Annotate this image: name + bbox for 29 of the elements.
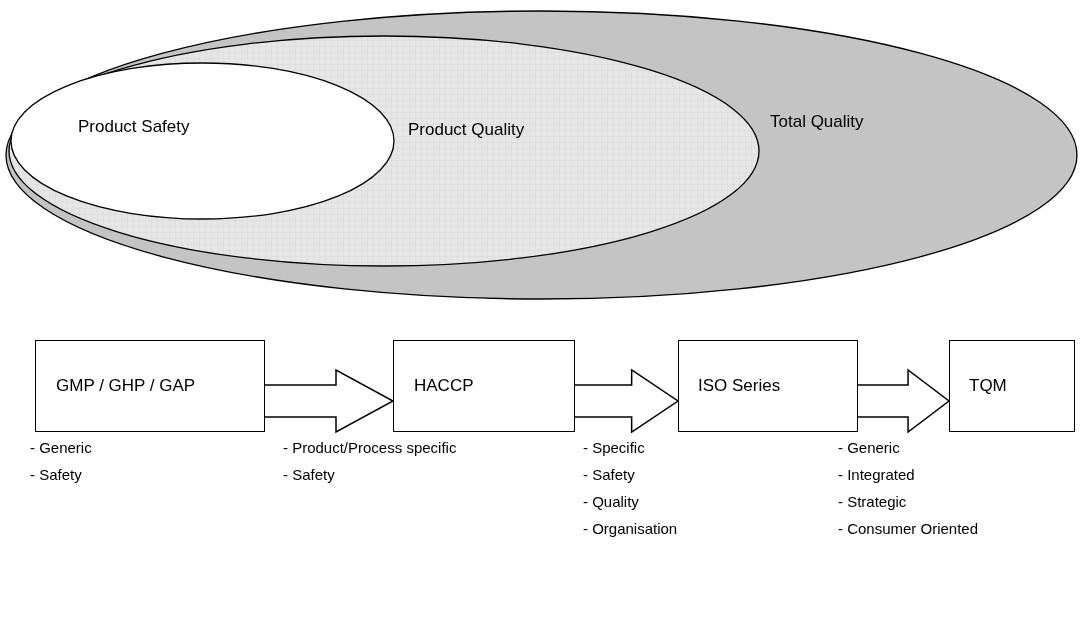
region-label: Total Quality: [770, 112, 864, 132]
ellipse-region: [10, 62, 395, 220]
ellipse-region: [8, 35, 760, 267]
bullet-item: - Quality: [583, 492, 640, 512]
bullet-item: - Safety: [583, 465, 636, 485]
ellipse-region: [5, 10, 1078, 300]
region-label: Product Quality: [408, 120, 525, 140]
bullet-item: - Specific: [583, 438, 646, 458]
process-box: [678, 340, 858, 432]
bullet-item: - Integrated: [838, 465, 916, 485]
bullet-item: - Safety: [30, 465, 83, 485]
bullet-item: - Generic: [30, 438, 92, 458]
bullet-item: - Consumer Oriented: [838, 519, 979, 539]
block-arrow: [857, 368, 951, 434]
bullet-item: - Product/Process specific: [283, 438, 457, 458]
box-label: HACCP: [413, 376, 474, 396]
block-arrow: [264, 368, 395, 434]
box-label: TQM: [968, 376, 1007, 396]
process-box: [949, 340, 1075, 432]
bullet-item: - Safety: [283, 465, 336, 485]
block-arrow: [574, 368, 680, 434]
process-box: [35, 340, 265, 432]
bullet-item: - Organisation: [583, 519, 678, 539]
region-label: Product Safety: [78, 117, 190, 137]
bullet-item: - Generic: [838, 438, 901, 458]
box-label: GMP / GHP / GAP: [55, 376, 196, 396]
bullet-item: - Strategic: [838, 492, 908, 512]
process-box: [393, 340, 575, 432]
box-label: ISO Series: [697, 376, 781, 396]
